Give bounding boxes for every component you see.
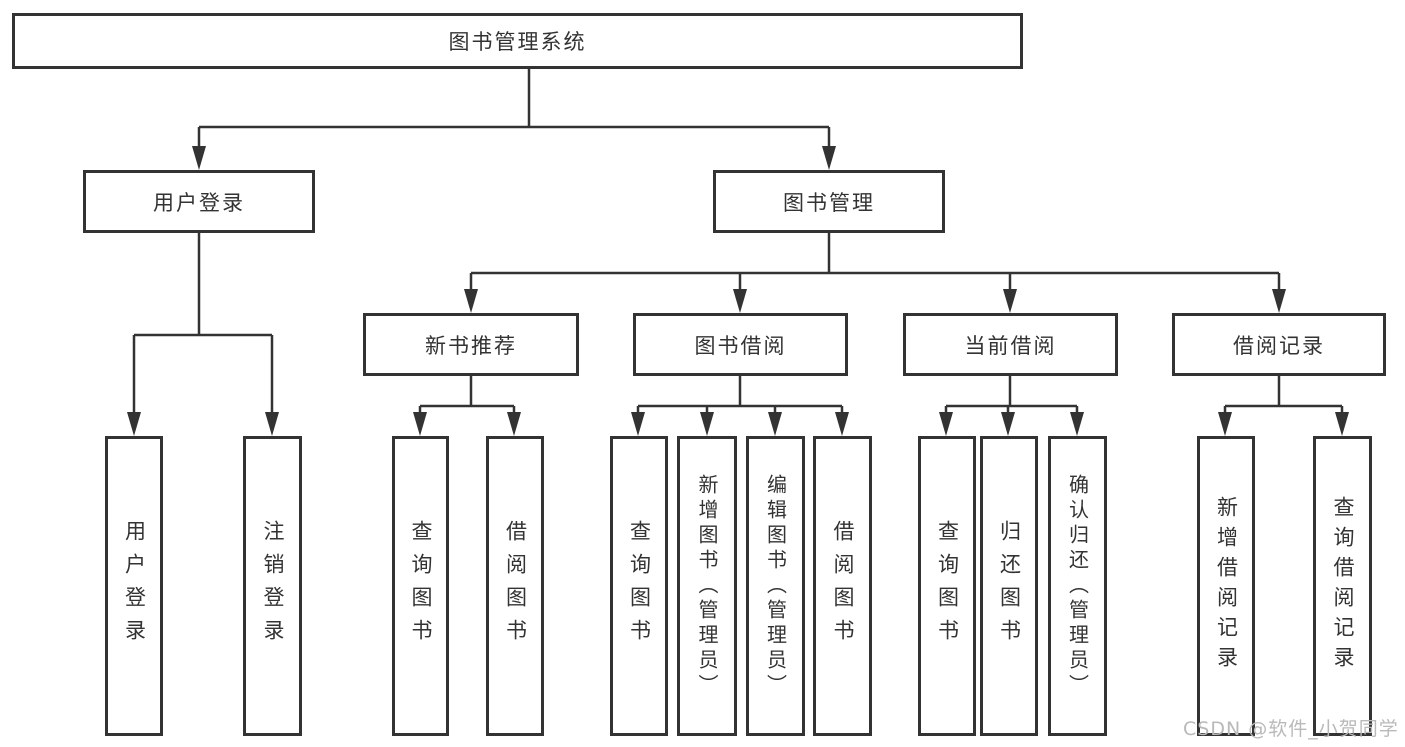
node-label: 确认归还（管理员） — [1065, 473, 1090, 699]
leaf-confirm-return-admin: 确认归还（管理员） — [1048, 436, 1107, 736]
node-label: 当前借阅 — [964, 333, 1057, 358]
node-label: 借阅记录 — [1233, 333, 1325, 358]
connector-user-login — [132, 232, 274, 416]
leaf-logout: 注销登录 — [243, 436, 302, 736]
node-label: 用户登录 — [153, 190, 245, 215]
node-label: 查询图书 — [627, 520, 652, 652]
node-user-login: 用户登录 — [83, 170, 315, 233]
arrowhead — [1335, 412, 1349, 436]
node-label: 查询图书 — [409, 520, 433, 652]
node-label: 查询图书 — [935, 520, 960, 652]
arrowhead — [733, 289, 747, 313]
node-label: 图书管理系统 — [448, 30, 587, 54]
arrowhead — [835, 412, 849, 436]
node-label: 新增图书（管理员） — [695, 473, 719, 699]
node-borrowing-records: 借阅记录 — [1172, 313, 1386, 376]
arrowhead — [1003, 289, 1017, 313]
arrowhead — [939, 412, 953, 436]
arrowhead — [413, 412, 427, 436]
leaf-user-login: 用户登录 — [105, 436, 163, 736]
node-label: 归还图书 — [997, 520, 1022, 652]
arrowhead — [464, 289, 478, 313]
connector-book-mgmt — [469, 232, 1281, 293]
node-label: 查询借阅记录 — [1331, 496, 1355, 676]
connector-line-group — [132, 68, 1344, 416]
arrowhead — [700, 412, 714, 436]
node-label: 图书管理 — [783, 190, 875, 215]
node-label: 编辑图书（管理员） — [763, 473, 788, 699]
arrowhead — [1070, 412, 1084, 436]
arrowhead — [1218, 412, 1232, 436]
connector-new-book — [418, 375, 516, 416]
connector-borrow-record — [1223, 375, 1344, 416]
arrowhead — [768, 412, 782, 436]
node-book-borrowing: 图书借阅 — [633, 313, 848, 376]
node-book-management: 图书管理 — [713, 170, 945, 233]
arrowhead — [631, 412, 645, 436]
node-label: 新书推荐 — [425, 333, 517, 358]
node-root-library-system: 图书管理系统 — [12, 13, 1023, 69]
arrowhead — [127, 412, 141, 436]
leaf-add-books-admin: 新增图书（管理员） — [677, 436, 737, 736]
arrowhead — [822, 146, 836, 170]
arrowhead — [1272, 289, 1286, 313]
leaf-borrow-books: 借阅图书 — [813, 436, 872, 736]
node-new-book-recommend: 新书推荐 — [363, 313, 579, 376]
node-current-borrowing: 当前借阅 — [903, 313, 1118, 376]
node-label: 图书借阅 — [694, 333, 787, 358]
arrowhead — [192, 146, 206, 170]
leaf-query-books-recommend: 查询图书 — [392, 436, 449, 736]
arrowhead — [265, 412, 279, 436]
connector-root — [197, 68, 831, 150]
leaf-query-borrow-record: 查询借阅记录 — [1313, 436, 1372, 736]
connector-current-borrow — [944, 375, 1079, 416]
node-label: 借阅图书 — [503, 520, 528, 652]
csdn-watermark: CSDN @软件_小贺同学 — [1183, 718, 1399, 740]
connector-book-borrow — [636, 375, 844, 416]
node-label: 注销登录 — [261, 520, 285, 652]
arrowhead — [507, 412, 521, 436]
node-label: 新增借阅记录 — [1214, 496, 1239, 676]
leaf-borrow-books-recommend: 借阅图书 — [486, 436, 544, 736]
leaf-query-books-current: 查询图书 — [918, 436, 976, 736]
leaf-edit-books-admin: 编辑图书（管理员） — [746, 436, 805, 736]
leaf-add-borrow-record: 新增借阅记录 — [1197, 436, 1255, 736]
leaf-query-books-borrowing: 查询图书 — [610, 436, 668, 736]
arrowhead — [1001, 412, 1015, 436]
node-label: 用户登录 — [122, 520, 147, 652]
leaf-return-books: 归还图书 — [980, 436, 1038, 736]
node-label: 借阅图书 — [831, 520, 855, 652]
arrowhead-group — [127, 146, 1349, 436]
